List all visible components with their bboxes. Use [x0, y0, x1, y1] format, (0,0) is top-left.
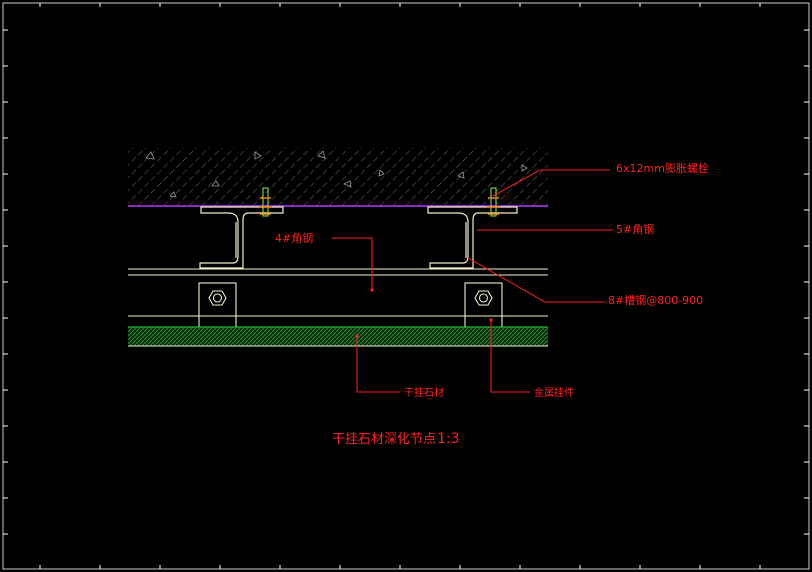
angle-steel-right: [427, 206, 518, 269]
expansion-bolt-left: [259, 187, 272, 217]
label-metal-hanger: 金属挂件: [534, 386, 574, 399]
channel-steel: [128, 268, 548, 276]
concrete-slab: [128, 148, 548, 206]
leader-lines: [332, 169, 613, 393]
label-angle-steel-5: 5#角钢: [616, 223, 654, 236]
angle-steel-left: [199, 206, 284, 269]
label-channel-steel: 8#槽钢@800-900: [608, 294, 703, 307]
metal-hanger-left: [198, 282, 237, 333]
label-angle-steel-4: 4#角钢: [275, 232, 313, 245]
leader-arrows: [355, 288, 493, 338]
label-expansion-bolt: 6x12mm膨胀螺栓: [616, 161, 709, 175]
drawing-title: 干挂石材深化节点: [332, 432, 436, 447]
dry-hang-stone-panel: [128, 326, 548, 347]
label-stone-panel: 干挂石材: [404, 386, 444, 399]
metal-hanger-right: [464, 282, 503, 333]
expansion-bolt-right: [487, 187, 500, 217]
drawing-scale: 1:3: [437, 431, 460, 447]
